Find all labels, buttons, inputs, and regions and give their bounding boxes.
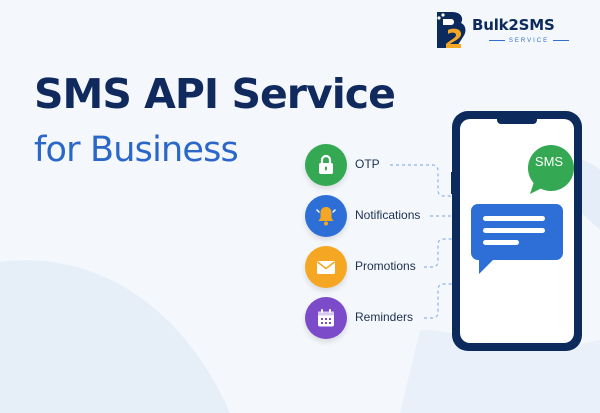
bulk2sms-logo-icon — [437, 12, 466, 48]
headline-subtitle: for Business — [34, 130, 239, 170]
feature-reminders: Reminders — [305, 297, 445, 339]
feature-label: Reminders — [355, 310, 414, 324]
phone-illustration: SMS — [451, 110, 583, 352]
sms-bubble-label: SMS — [534, 154, 564, 169]
feature-label: Notifications — [355, 208, 421, 222]
feature-notifications: Notifications — [305, 195, 445, 237]
brand-tagline: SERVICE — [474, 38, 584, 44]
notifications-badge — [305, 195, 347, 237]
feature-label: Promotions — [355, 259, 416, 273]
promotions-badge — [305, 246, 347, 288]
message-bubble-icon — [471, 204, 563, 274]
reminders-badge — [305, 297, 347, 339]
feature-promotions: Promotions — [305, 246, 445, 288]
sms-bubble-icon — [528, 145, 574, 194]
brand-logo[interactable]: Bulk2SMS SERVICE — [434, 10, 594, 50]
brand-name: Bulk2SMS — [472, 16, 555, 34]
envelope-icon — [317, 261, 335, 274]
headline-title: SMS API Service — [34, 70, 396, 118]
calendar-icon — [318, 309, 334, 327]
feature-label: OTP — [355, 157, 380, 171]
otp-badge — [305, 144, 347, 186]
lock-icon — [319, 154, 333, 174]
feature-otp: OTP — [305, 144, 445, 186]
bell-icon — [316, 207, 336, 226]
